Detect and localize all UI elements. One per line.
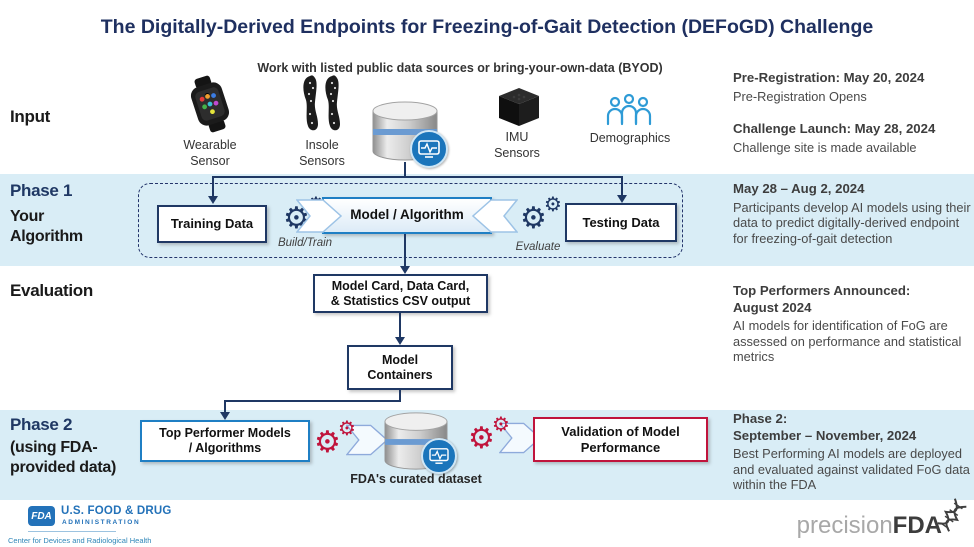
- connector: [621, 176, 623, 196]
- timeline-entry: Phase 2: September – November, 2024 Best…: [733, 411, 971, 493]
- gears-deploy-icon: ⚙︎ ⚙︎: [314, 416, 362, 466]
- insoles-icon: [303, 75, 340, 131]
- signal-badge-icon: [410, 130, 448, 168]
- timeline-entry: Pre-Registration: May 20, 2024 Pre-Regis…: [733, 70, 971, 104]
- gear-icon: ⚙︎: [314, 425, 341, 460]
- timeline-entry: Top Performers Announced: August 2024 AI…: [733, 283, 971, 365]
- connector: [212, 176, 214, 197]
- gear-icon: ⚙︎: [492, 412, 510, 436]
- phase1-dashed-container: [138, 183, 683, 258]
- row-label-input: Input: [10, 107, 51, 126]
- gear-icon: ⚙︎: [544, 192, 562, 216]
- validation-box: Validation of Model Performance: [533, 417, 708, 462]
- build-train-label: Build/Train: [277, 237, 333, 249]
- insole-sensors-label: Insole Sensors: [299, 138, 345, 168]
- gears-evaluate2-icon: ⚙︎ ⚙︎: [468, 412, 516, 462]
- row-label-phase2-sub: (using FDA- provided data): [10, 439, 117, 476]
- smartwatch-icon: [190, 75, 230, 133]
- demographics-label: Demographics: [589, 131, 671, 145]
- model-containers-box: Model Containers: [347, 345, 453, 390]
- cdrh-label: Center for Devices and Radiological Heal…: [8, 536, 152, 545]
- precisionfda-bold: FDA: [892, 512, 942, 539]
- signal-badge-icon: [421, 438, 457, 474]
- gear-icon: ⚙︎: [338, 416, 356, 440]
- fda-dataset-label: FDA's curated dataset: [350, 472, 482, 486]
- timeline-body: Participants develop AI models using the…: [733, 199, 971, 246]
- timeline-body: Challenge site is made available: [733, 139, 917, 155]
- model-algorithm-box: Model / Algorithm: [322, 197, 492, 234]
- row-label-phase1: Phase 1: [10, 181, 73, 200]
- training-data-box: Training Data: [157, 205, 267, 243]
- timeline-body: Pre-Registration Opens: [733, 88, 867, 104]
- timeline-heading: May 28 – Aug 2, 2024: [733, 181, 865, 196]
- connector: [404, 234, 406, 267]
- timeline-heading: Phase 2: September – November, 2024: [733, 411, 917, 443]
- connector: [224, 400, 226, 413]
- page-title: The Digitally-Derived Endpoints for Free…: [100, 16, 874, 38]
- timeline-entry: May 28 – Aug 2, 2024 Participants develo…: [733, 181, 971, 246]
- arrowhead: [617, 195, 627, 203]
- precisionfda-light: precision: [796, 512, 893, 539]
- gear-icon: ⚙︎: [520, 201, 547, 236]
- arrow-right-icon: [499, 422, 541, 454]
- fda-wordmark-line1: U.S. FOOD & DRUG: [61, 505, 172, 517]
- arrow-left-icon: [472, 199, 518, 233]
- top-performer-models-box: Top Performer Models / Algorithms: [140, 420, 310, 462]
- timeline-heading: Top Performers Announced: August 2024: [733, 283, 911, 315]
- fda-wordmark-line2: ADMINISTRATION: [62, 519, 141, 526]
- connector: [399, 313, 401, 338]
- timeline-heading: Pre-Registration: May 20, 2024: [733, 70, 925, 85]
- gear-icon: ⚙︎: [468, 421, 495, 456]
- timeline-body: Best Performing AI models are deployed a…: [733, 446, 970, 493]
- arrow-right-icon: [296, 199, 342, 233]
- precisionfda-logo: precisionFDA: [770, 512, 942, 540]
- imu-icon: [499, 88, 539, 126]
- connector: [399, 390, 401, 402]
- wearable-sensor-label: Wearable Sensor: [183, 138, 237, 168]
- timeline-entry: Challenge Launch: May 28, 2024 Challenge…: [733, 121, 971, 155]
- arrowhead: [208, 196, 218, 204]
- row-label-evaluation: Evaluation: [10, 281, 93, 300]
- fda-logo-text: FDA: [31, 510, 52, 522]
- arrow-right-icon: [346, 424, 388, 456]
- row-label-your-algorithm: Your Algorithm: [10, 208, 83, 245]
- fda-logo: FDA: [28, 506, 55, 526]
- footer-divider: [28, 531, 116, 532]
- model-card-box: Model Card, Data Card, & Statistics CSV …: [313, 274, 488, 313]
- arrowhead: [220, 412, 230, 420]
- dna-helix-icon: [937, 498, 967, 532]
- connector: [224, 400, 401, 402]
- demographics-icon: [606, 93, 652, 126]
- arrowhead: [395, 337, 405, 345]
- imu-sensors-label: IMU Sensors: [494, 130, 540, 160]
- row-label-phase2: Phase 2: [10, 415, 73, 434]
- gears-evaluate-icon: ⚙︎ ⚙︎: [520, 192, 568, 242]
- timeline-heading: Challenge Launch: May 28, 2024: [733, 121, 936, 136]
- connector: [212, 176, 622, 178]
- testing-data-box: Testing Data: [565, 203, 677, 242]
- arrowhead: [400, 266, 410, 274]
- input-subtitle: Work with listed public data sources or …: [257, 61, 663, 75]
- timeline-body: AI models for identification of FoG are …: [733, 318, 962, 365]
- evaluate-label: Evaluate: [515, 241, 561, 253]
- connector: [404, 162, 406, 176]
